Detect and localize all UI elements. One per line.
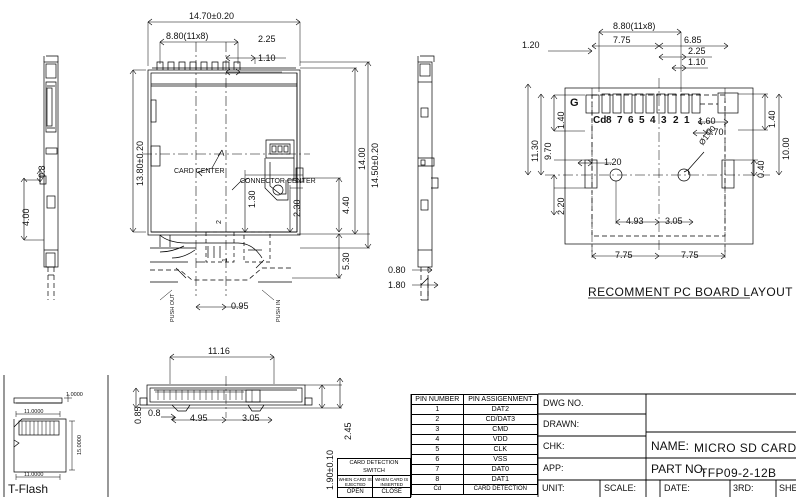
dim-bottom-0-8: 0.8 bbox=[148, 408, 161, 418]
main-top-view-geometry bbox=[142, 42, 310, 296]
pcb-pad-label-8: 8 bbox=[606, 115, 612, 126]
left-view-dimensions bbox=[20, 169, 44, 241]
pcb-layout-caption: RECOMMENT PC BOARD LAYOUT bbox=[588, 285, 793, 299]
left-side-view-geometry bbox=[39, 55, 59, 300]
dim-pitch-span-top: 8.80(11x8) bbox=[166, 31, 209, 41]
title-unit-label: UNIT: bbox=[542, 483, 565, 493]
title-part-no-label: PART NO. bbox=[651, 462, 707, 476]
pcb-dim-7-75-top: 7.75 bbox=[613, 35, 631, 45]
title-3rd-label: 3RD: bbox=[733, 483, 754, 493]
tflash-dim-bottom: 11.0000 bbox=[24, 472, 44, 478]
main-view-top-dimensions bbox=[147, 18, 301, 76]
title-name-value: MICRO SD CARD CONNECTOR bbox=[694, 441, 796, 455]
note-connector-center: CONNECTOR CENTER bbox=[240, 178, 316, 185]
pcb-pad-label-G: G bbox=[570, 97, 579, 109]
pcb-dim-0-70: 0.70 bbox=[706, 127, 724, 137]
title-name-label: NAME: bbox=[651, 439, 690, 453]
pcb-dim-1-20-top: 1.20 bbox=[522, 40, 540, 50]
pin-assignment-cell: CARD DETECTION bbox=[462, 484, 539, 495]
pcb-dim-2-25: 2.25 bbox=[688, 46, 706, 56]
card-detection-switch-table: CARD DETECTION SWITCH WHEN CARD IS EJECT… bbox=[336, 458, 411, 498]
pcb-layout-dimensions bbox=[524, 28, 783, 299]
title-part-no-value: TFP09-2-12B bbox=[700, 466, 777, 480]
main-view-right-dimensions bbox=[241, 61, 372, 279]
pcb-pad-label-5: 5 bbox=[639, 115, 645, 126]
switch-col1-head: WHEN CARD IS EJECTED bbox=[336, 475, 374, 488]
pcb-dim-7-75-br: 7.75 bbox=[681, 250, 699, 260]
pcb-pad-label-1: 1 bbox=[684, 115, 690, 126]
pcb-pad-label-4: 4 bbox=[650, 115, 656, 126]
title-sheet-label: SHEET bbox=[779, 483, 796, 493]
dim-11-16: 11.16 bbox=[208, 346, 230, 356]
bottom-view-dimensions bbox=[132, 353, 344, 424]
right-view-dimensions bbox=[412, 266, 439, 289]
dim-0-95: 0.95 bbox=[231, 301, 249, 311]
annotation-leaders bbox=[197, 149, 250, 191]
pcb-pad-label-6: 6 bbox=[628, 115, 634, 126]
pcb-dim-pitch-span: 8.80(11x8) bbox=[613, 21, 656, 31]
dim-4-95: 4.95 bbox=[190, 413, 208, 423]
pcb-pad-label-Cd: Cd bbox=[593, 115, 607, 126]
title-dwg-no-label: DWG NO. bbox=[543, 398, 584, 408]
note-card-center: CARD CENTER bbox=[174, 168, 225, 175]
title-drawn-label: DRAWN: bbox=[543, 419, 580, 429]
tflash-dim-thickness: 1.0000 bbox=[66, 392, 83, 398]
tflash-caption: T-Flash bbox=[8, 482, 49, 496]
dim-1-10: 1.10 bbox=[258, 53, 276, 63]
pcb-dim-4-93: 4.93 bbox=[626, 216, 644, 226]
dim-2-25: 2.25 bbox=[258, 34, 276, 44]
right-side-view-geometry bbox=[417, 55, 439, 301]
tflash-card-geometry bbox=[3, 375, 109, 497]
pcb-dim-7-75-bl: 7.75 bbox=[615, 250, 633, 260]
pcb-pad-label-3: 3 bbox=[661, 115, 667, 126]
dim-right-0-80: 0.80 bbox=[388, 265, 406, 275]
dim-right-1-80: 1.80 bbox=[388, 280, 406, 290]
pcb-pad-label-2: 2 bbox=[673, 115, 679, 126]
pcb-dim-6-85: 6.85 bbox=[684, 35, 702, 45]
bottom-view-geometry bbox=[139, 376, 313, 418]
pcb-layout-geometry bbox=[545, 78, 770, 252]
main-view-left-dimensions bbox=[129, 69, 146, 233]
pcb-dim-1-10: 1.10 bbox=[688, 57, 706, 67]
pcb-dim-1-20-mid: 1.20 bbox=[604, 157, 622, 167]
pcb-dim-1-60: 1.60 bbox=[698, 116, 716, 126]
dim-bottom-3-05: 3.05 bbox=[242, 413, 260, 423]
title-app-label: APP: bbox=[543, 463, 564, 473]
pcb-dim-3-05: 3.05 bbox=[665, 216, 683, 226]
tflash-dim-width: 11.0000 bbox=[24, 409, 44, 415]
title-scale-label: SCALE: bbox=[604, 483, 637, 493]
title-date-label: DATE: bbox=[664, 483, 690, 493]
pcb-pad-label-7: 7 bbox=[617, 115, 623, 126]
dim-overall-width: 14.70±0.20 bbox=[189, 11, 234, 21]
title-chk-label: CHK: bbox=[543, 441, 565, 451]
main-view-bottom-dimensions bbox=[159, 289, 275, 311]
